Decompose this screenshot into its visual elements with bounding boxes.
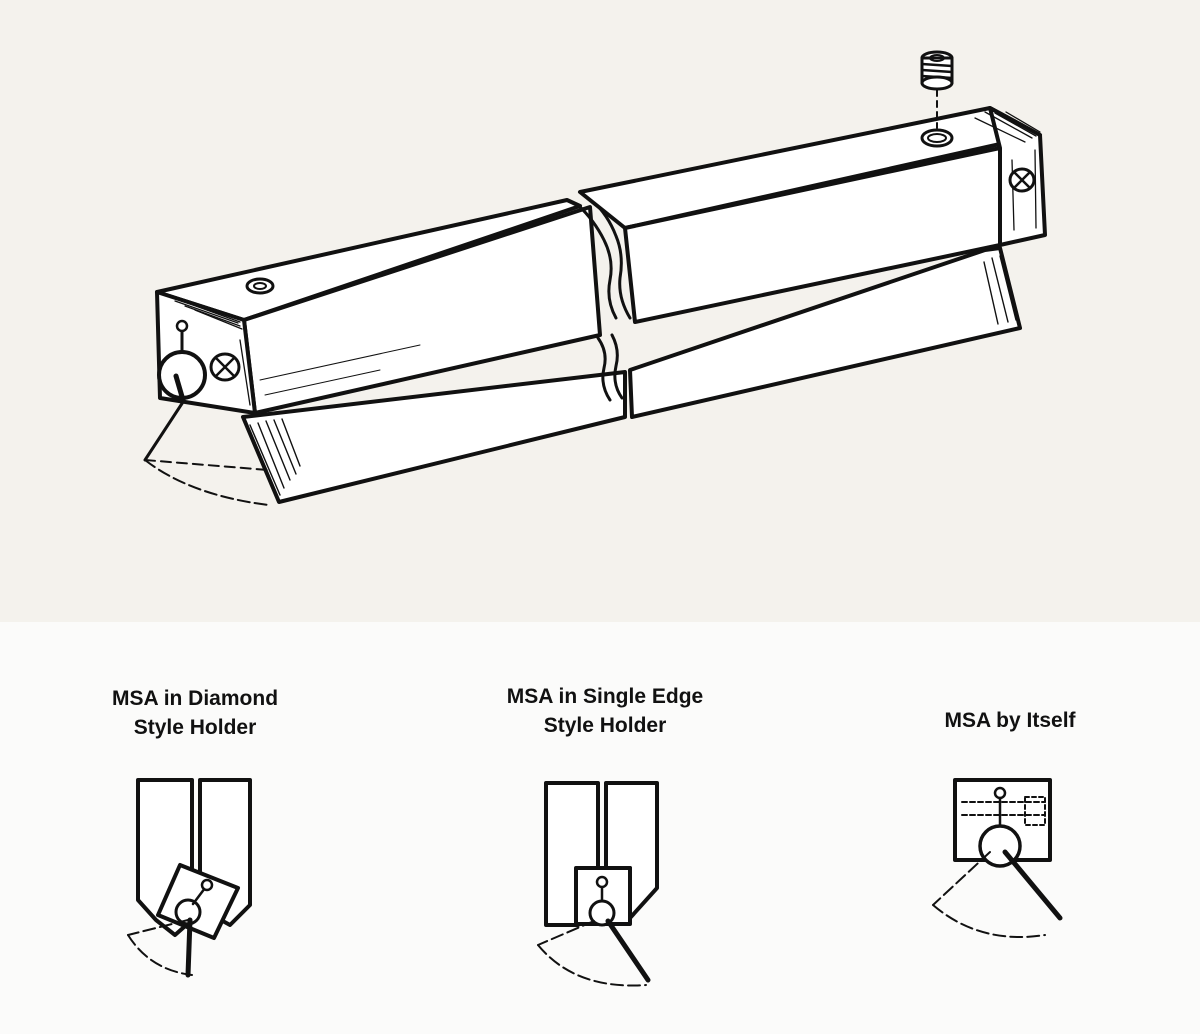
set-screw: [920, 50, 954, 91]
msa-by-itself-caption-line-1: MSA by Itself: [944, 709, 1076, 732]
diamond-holder-caption-line-2: Style Holder: [133, 716, 257, 739]
main-illustration-panel: [0, 0, 1200, 622]
tool-bar-right-segment: [578, 50, 1047, 324]
msa-by-itself-view: [932, 778, 1063, 938]
diamond-holder-caption: MSA in Diamond Style Holder: [60, 684, 330, 742]
msa-assembly-illustration: [143, 50, 1047, 506]
single-edge-holder-view: [537, 781, 659, 987]
views-panel: MSA in Diamond Style Holder MSA in Singl…: [0, 622, 1200, 1034]
single-edge-holder-caption: MSA in Single Edge Style Holder: [455, 682, 755, 740]
diamond-holder-caption-line-1: MSA in Diamond: [111, 687, 279, 710]
holder-views: [127, 778, 1063, 987]
angled-blade: [241, 246, 1022, 504]
break-lines: [576, 198, 632, 402]
diamond-holder-view: [127, 778, 252, 978]
single-edge-holder-caption-line-2: Style Holder: [543, 714, 667, 737]
msa-by-itself-caption: MSA by Itself: [890, 706, 1130, 735]
single-edge-holder-caption-line-1: MSA in Single Edge: [506, 685, 704, 708]
